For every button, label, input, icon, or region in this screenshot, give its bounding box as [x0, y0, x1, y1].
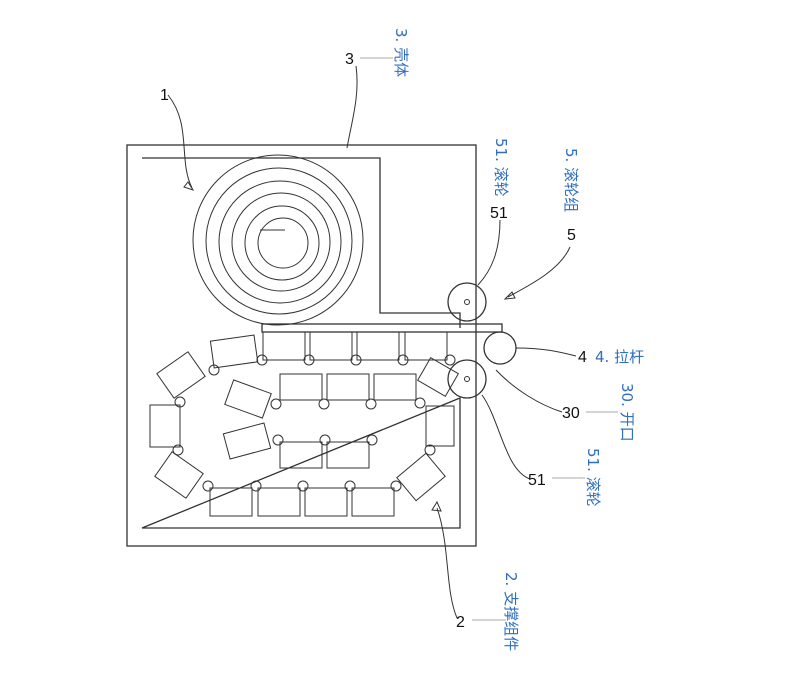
roller-top [447, 282, 487, 322]
coil [192, 154, 364, 326]
leader-lines [167, 57, 618, 621]
annotation-opening: 30. 开口 [618, 383, 636, 442]
label-casing-num: 3 [345, 51, 354, 68]
label-roller-bottom-num: 51 [528, 472, 546, 489]
label-roller-top-num: 51 [490, 205, 508, 222]
label-roller-group-num: 5 [567, 227, 576, 244]
chain-plates [149, 331, 460, 517]
annotation-roller-top: 51. 滚轮 [492, 138, 510, 197]
annotation-support: 2. 支撑组件 [502, 572, 520, 651]
label-rod-num: 4 [578, 349, 587, 366]
label-support-num: 2 [456, 614, 465, 631]
pull-rod [261, 323, 503, 333]
label-coil-num: 1 [160, 87, 169, 104]
annotation-casing: 3. 壳体 [392, 28, 410, 77]
annotation-roller-group: 5. 滚轮组 [562, 148, 580, 212]
outer-casing [126, 144, 477, 547]
rod-end-roller [483, 331, 517, 365]
support-assembly [149, 331, 460, 517]
chain-pins [172, 354, 456, 492]
label-opening-num: 30 [562, 405, 580, 422]
inner-wall [141, 157, 461, 529]
annotation-rod: 4. 拉杆 [595, 348, 644, 366]
annotation-roller-bottom: 51. 滚轮 [584, 448, 602, 507]
roller-bottom [447, 359, 487, 399]
